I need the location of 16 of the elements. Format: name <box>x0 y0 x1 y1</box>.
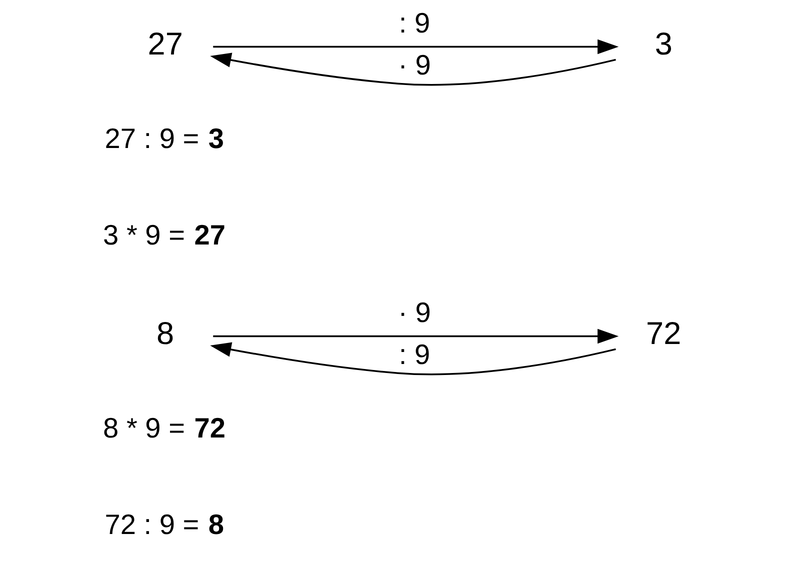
edge-label: : 9 <box>398 7 430 38</box>
node-text: 3 <box>654 25 672 62</box>
edge-label: · 9 <box>398 49 431 80</box>
node-text: 72 <box>646 314 682 351</box>
arrow <box>210 342 616 376</box>
label: 3 * 9 = 27 <box>103 220 226 251</box>
arrow <box>213 39 619 54</box>
arrow <box>210 52 616 86</box>
label: 72 : 9 = 8 <box>104 509 224 540</box>
edge-label: · 9 <box>398 296 431 328</box>
edge-label: : 9 <box>398 338 430 370</box>
label: 27 : 9 = 3 <box>104 123 224 154</box>
label: 8 * 9 = 72 <box>103 412 226 444</box>
node-text: 27 <box>148 25 183 62</box>
arrow <box>213 328 619 344</box>
node-text: 8 <box>156 314 174 351</box>
